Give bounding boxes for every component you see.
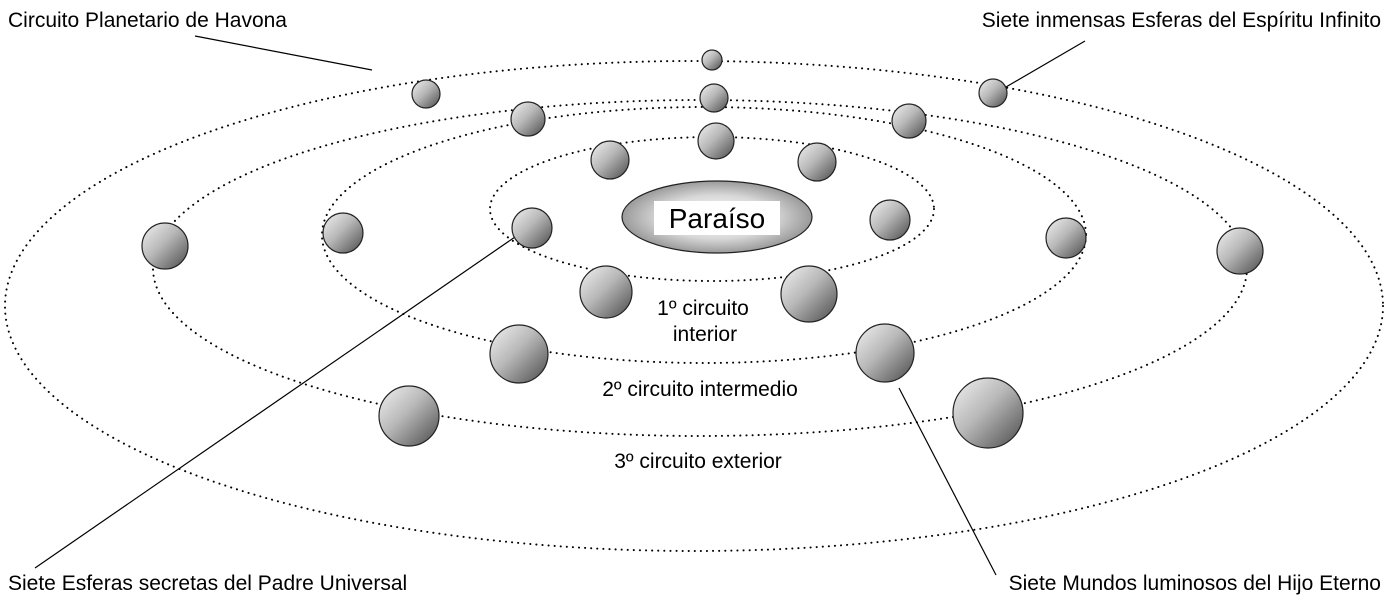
father-sphere — [590, 140, 630, 180]
leader-son-worlds — [898, 387, 997, 576]
leader-father-spheres — [34, 227, 529, 569]
father-sphere — [697, 122, 735, 160]
son-world — [510, 101, 546, 137]
father-sphere — [579, 265, 633, 319]
father-sphere — [869, 199, 911, 241]
paradise-label: Paraíso — [669, 203, 766, 234]
father-sphere — [511, 207, 553, 249]
inner-circuit-label-line1: 1º circuito — [657, 297, 749, 320]
outer-circuit-label: 3º circuito exterior — [614, 450, 782, 473]
son-world — [489, 324, 549, 384]
spirit-spheres — [141, 49, 1264, 449]
son-world — [891, 103, 927, 139]
father-sphere — [797, 142, 837, 182]
spirit-sphere — [141, 222, 189, 270]
spirit-sphere — [1216, 227, 1264, 275]
spirit-sphere — [411, 79, 441, 109]
son-world — [322, 212, 364, 254]
son-world — [855, 323, 915, 383]
leader-spirit-spheres — [993, 40, 1086, 95]
leader-havona — [194, 35, 373, 71]
father-spheres — [511, 122, 911, 323]
father-sphere — [780, 265, 838, 323]
spirit-sphere — [701, 49, 723, 71]
inner-circuit-label-line2: interior — [673, 323, 737, 346]
spirit-sphere — [978, 78, 1008, 108]
spirit-sphere — [378, 385, 440, 447]
father-spheres-label: Siete Esferas secretas del Padre Univers… — [8, 572, 407, 595]
son-world — [1045, 217, 1087, 259]
middle-circuit-label: 2º circuito intermedio — [602, 378, 798, 401]
spirit-spheres-label: Siete inmensas Esferas del Espíritu Infi… — [982, 9, 1381, 32]
paradise-label-box — [654, 201, 780, 235]
son-world — [699, 83, 729, 113]
outer-orbit-havona — [4, 60, 1384, 552]
havona-circuit-label: Circuito Planetario de Havona — [8, 9, 287, 32]
spirit-sphere — [952, 377, 1024, 449]
son-worlds-label: Siete Mundos luminosos del Hijo Eterno — [1009, 572, 1381, 595]
son-worlds — [322, 83, 1087, 384]
paradise: Paraíso — [621, 180, 813, 254]
